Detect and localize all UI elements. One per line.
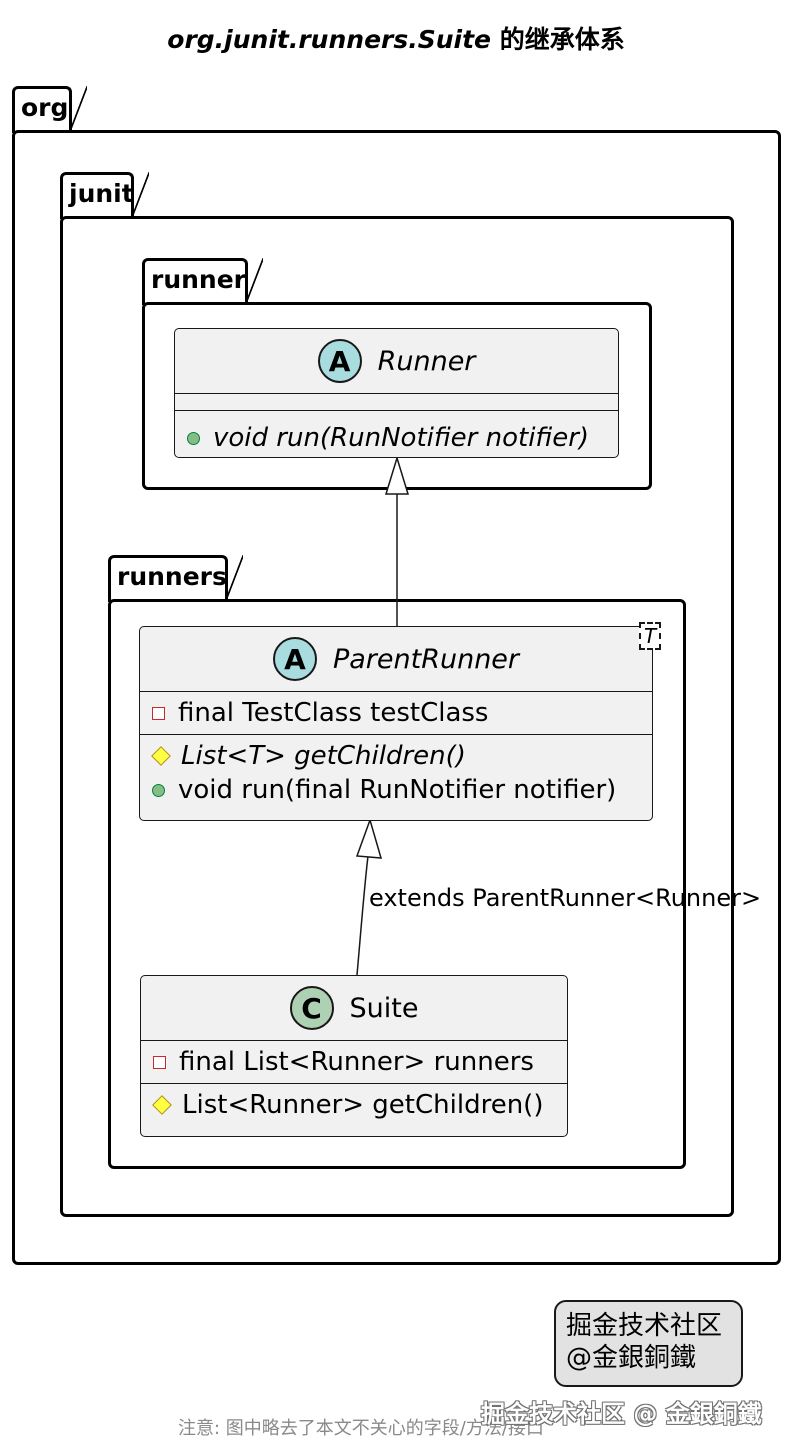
class-suite-methods: List<Runner> getChildren() [141, 1084, 567, 1126]
edge-label-extends: extends ParentRunner<Runner> [369, 884, 761, 912]
generic-type-label: T [644, 624, 657, 648]
method-label: void run(RunNotifier notifier) [213, 423, 590, 453]
class-runner-name: Runner [377, 345, 476, 377]
package-tab-runner: runner [142, 258, 263, 305]
class-parent-runner-header: A ParentRunner [140, 627, 652, 692]
method-label: void run(final RunNotifier notifier) [178, 775, 617, 805]
note-box: 掘金技术社区 @金銀銅鐵 [554, 1300, 743, 1387]
method-label: List<T> getChildren() [181, 741, 466, 771]
package-label-junit: junit [69, 179, 134, 208]
public-icon [187, 431, 200, 445]
package-junit [60, 216, 734, 1217]
package-org [12, 130, 781, 1265]
arrowhead-runner [384, 455, 410, 495]
class-parent-runner-fields: final TestClass testClass [140, 692, 652, 735]
note-line-1: 掘金技术社区 [566, 1311, 723, 1341]
class-parent-runner-methods: List<T> getChildren() void run(final Run… [140, 735, 652, 811]
field-label: final TestClass testClass [178, 698, 489, 728]
abstract-class-icon: A [317, 339, 362, 383]
edge-label-text: extends ParentRunner<Runner> [369, 884, 762, 912]
class-runner-fields [175, 394, 618, 411]
protected-icon [152, 1095, 172, 1115]
method-label: List<Runner> getChildren() [182, 1090, 544, 1120]
field-row: final TestClass testClass [152, 696, 640, 730]
package-label-org: org [21, 93, 69, 122]
arrowhead-parentrunner [355, 817, 383, 859]
title-suffix: 的继承体系 [491, 25, 625, 54]
class-parent-runner-name: ParentRunner [332, 643, 520, 675]
footer-text: 注意: 图中略去了本文不关心的字段/方法/接口 [178, 1418, 544, 1439]
watermark: 掘金技术社区 @ 金銀銅鐵 [481, 1394, 762, 1429]
protected-icon [151, 746, 171, 766]
generic-type-parameter: T [639, 622, 662, 650]
class-suite: C Suite final List<Runner> runners List<… [140, 975, 568, 1137]
class-runner: A Runner void run(RunNotifier notifier) [174, 328, 619, 458]
class-parent-runner: A ParentRunner final TestClass testClass… [139, 626, 653, 821]
method-row: List<Runner> getChildren() [152, 1088, 555, 1122]
method-row: List<T> getChildren() [151, 739, 640, 773]
method-row: void run(final RunNotifier notifier) [152, 773, 640, 807]
class-runner-header: A Runner [175, 329, 618, 394]
class-suite-header: C Suite [141, 976, 567, 1041]
private-icon [152, 706, 165, 720]
watermark-text: 掘金技术社区 @ 金銀銅鐵 [481, 1400, 762, 1428]
abstract-class-icon: A [272, 637, 317, 681]
class-runner-methods: void run(RunNotifier notifier) [175, 411, 618, 459]
package-label-runner: runner [151, 265, 247, 294]
class-icon: C [289, 986, 334, 1030]
diagram-title: org.junit.runners.Suite 的继承体系 [0, 20, 792, 56]
package-label-runners: runners [117, 562, 227, 591]
field-row: final List<Runner> runners [153, 1045, 555, 1079]
method-row: void run(RunNotifier notifier) [187, 421, 606, 455]
package-tab-junit: junit [60, 172, 149, 219]
footer-note: 注意: 图中略去了本文不关心的字段/方法/接口 [178, 1414, 544, 1440]
title-class-name: org.junit.runners.Suite [167, 25, 492, 54]
public-icon [152, 783, 165, 797]
private-icon [153, 1055, 166, 1069]
edge-suite-parentrunner [356, 855, 369, 976]
package-tab-runners: runners [108, 555, 243, 602]
class-suite-fields: final List<Runner> runners [141, 1041, 567, 1084]
package-tab-org: org [12, 86, 87, 133]
class-suite-name: Suite [349, 992, 419, 1024]
field-label: final List<Runner> runners [179, 1047, 534, 1077]
note-line-2: @金銀銅鐵 [566, 1343, 697, 1373]
